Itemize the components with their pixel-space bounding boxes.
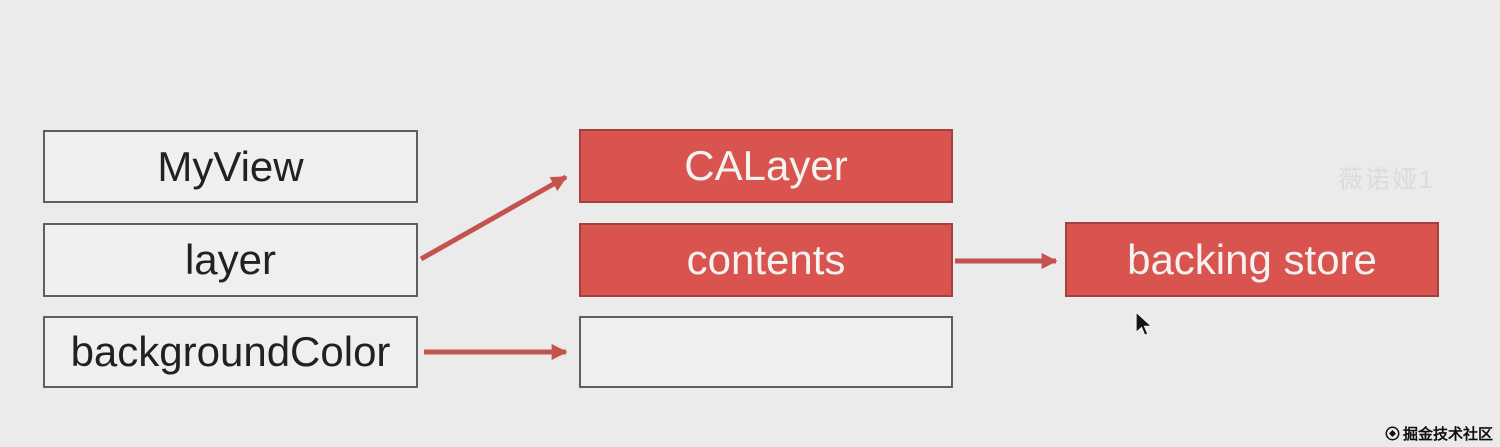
box-calayer: CALayer: [579, 129, 953, 203]
box-calayer-label: CALayer: [684, 142, 848, 189]
mouse-cursor-icon: [1135, 310, 1154, 337]
watermark-text: 薇诺娅1: [1338, 166, 1435, 194]
box-contents: contents: [579, 223, 953, 297]
box-layer: layer: [43, 223, 418, 297]
box-layer-label: layer: [184, 236, 277, 283]
box-empty: [579, 316, 953, 388]
box-backgroundcolor: backgroundColor: [43, 316, 418, 388]
box-myview-label: MyView: [157, 142, 304, 190]
juejin-badge-label: 掘金技术社区: [1402, 426, 1493, 443]
box-contents-label: contents: [686, 236, 846, 283]
box-backing-store: backing store: [1065, 222, 1439, 297]
arrow-layer-to-calayer: [419, 174, 568, 262]
box-backing-store-label: backing store: [1127, 235, 1377, 283]
box-myview: MyView: [43, 130, 418, 203]
box-backgroundcolor-label: backgroundColor: [70, 328, 391, 375]
juejin-badge: 掘金技术社区: [1385, 423, 1493, 444]
juejin-logo-icon: [1385, 426, 1400, 441]
